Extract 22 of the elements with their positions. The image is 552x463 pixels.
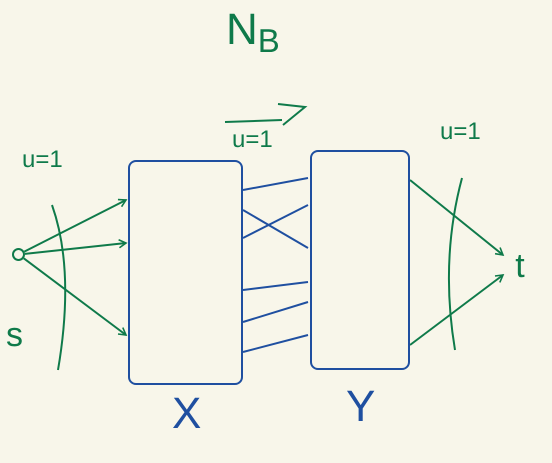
capacity-label: u=1 (22, 148, 63, 172)
arrow (409, 179, 504, 256)
arrow (24, 238, 127, 255)
source-vertex (12, 248, 25, 261)
capacity-label: u=1 (440, 120, 481, 144)
capacity-label: u=1 (232, 128, 273, 152)
node-label: Y (346, 385, 376, 429)
arrow (24, 198, 127, 252)
line (242, 334, 308, 353)
arrow (23, 258, 127, 336)
vertex-set-box (128, 160, 243, 385)
node-label: s (6, 318, 23, 352)
line (242, 204, 308, 239)
node-label: X (172, 392, 202, 436)
title: N$_{B}$ (226, 8, 280, 52)
arrow (409, 274, 504, 346)
line (242, 177, 308, 191)
vertex-set-box (310, 150, 410, 370)
line (242, 281, 308, 291)
line (242, 301, 308, 323)
node-label: t (505, 248, 535, 284)
line (242, 209, 308, 249)
